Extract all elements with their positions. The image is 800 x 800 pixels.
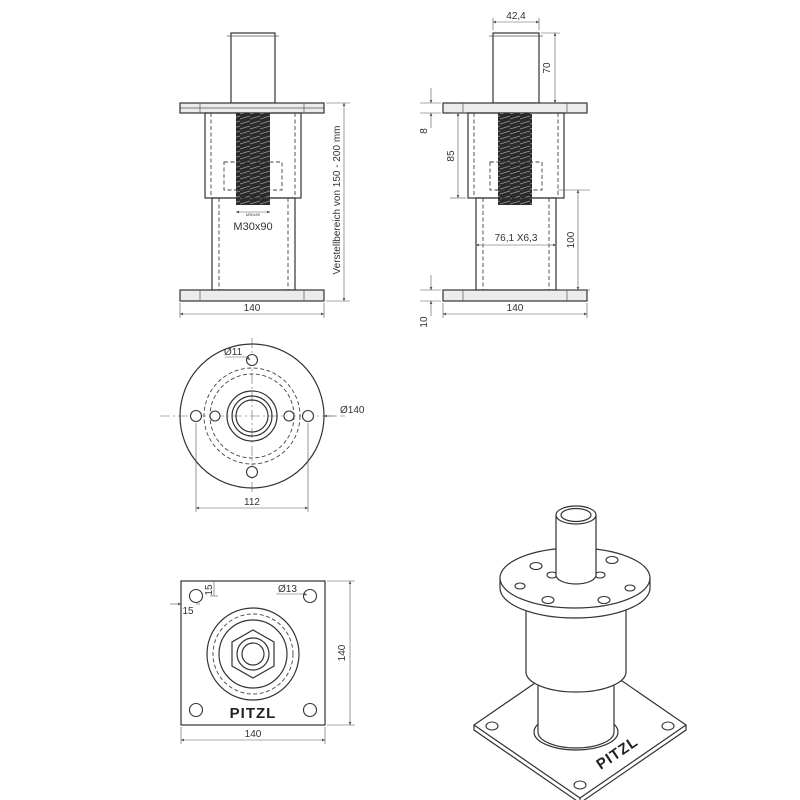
iso-flange-hole	[541, 595, 555, 605]
side-pin-height-label: 70	[542, 62, 553, 74]
side-width-label: 140	[507, 303, 524, 314]
front-width-label: 140	[244, 303, 261, 314]
top-inner-hole	[209, 410, 221, 422]
iso-base-hole	[661, 721, 675, 731]
iso-top-pin	[555, 514, 597, 585]
top-bolt-hole	[301, 409, 315, 423]
top-bolt-hole	[189, 409, 203, 423]
top-inner-hole	[283, 410, 295, 422]
top-view: Ø11 Ø140 112	[160, 338, 365, 512]
side-nut	[489, 161, 543, 191]
side-sleeve-height-label: 85	[446, 150, 457, 162]
top-diameter-label: Ø140	[340, 405, 365, 416]
side-tube-label: 76,1 X6,3	[495, 233, 538, 244]
front-range-label: Verstellbereich von 150 - 200 mm	[332, 126, 343, 275]
side-pin-diameter-label: 42,4	[506, 11, 526, 22]
bottom-brand-text: PITZL	[230, 705, 277, 722]
iso-flange-hole	[597, 595, 611, 605]
top-hole-label: Ø11	[224, 347, 243, 358]
bottom-offset-top-label: 15	[204, 584, 215, 596]
side-top-pin	[492, 32, 540, 104]
side-top-plate	[442, 102, 588, 114]
iso-sleeve	[525, 609, 627, 693]
iso-base-hole	[485, 721, 499, 731]
side-threaded-rod	[498, 113, 532, 205]
side-lower-tube	[475, 197, 557, 291]
bottom-square-plate	[180, 580, 326, 726]
isometric-view: PITZL	[472, 505, 688, 800]
bottom-hex-nut	[231, 629, 275, 679]
bottom-corner-hole	[188, 702, 204, 718]
front-view: M30x90 M30x90 140 Verstellbereich von 15…	[179, 32, 350, 318]
side-plate-thickness-label: 8	[419, 128, 430, 134]
bottom-width-label: 140	[245, 729, 262, 740]
bottom-corner-hole	[302, 702, 318, 718]
bottom-height-label: 140	[337, 644, 348, 661]
side-view: 42,4 70 8 85 100 76,1 X6,3 10 14	[419, 11, 590, 328]
front-nut	[223, 161, 283, 191]
iso-flange-hole	[624, 584, 636, 592]
top-bolt-hole	[245, 353, 259, 367]
bottom-hole-label: Ø13	[278, 584, 297, 595]
side-tube-height-label: 100	[566, 231, 577, 248]
iso-flange-hole	[514, 582, 526, 590]
bottom-corner-hole	[302, 588, 318, 604]
front-thread-label: M30x90	[233, 221, 272, 233]
front-threaded-rod	[236, 113, 270, 205]
side-base-plate	[442, 289, 588, 302]
bottom-offset-left-label: 15	[182, 606, 194, 617]
bottom-view: PITZL Ø13 15 15 140 140	[170, 580, 355, 744]
front-base-plate	[179, 289, 325, 302]
front-thread-small-label: M30x90	[246, 212, 261, 217]
iso-base-hole	[573, 780, 587, 790]
top-pitch-label: 112	[244, 497, 260, 508]
bottom-corner-hole	[188, 588, 204, 604]
top-bolt-hole	[245, 465, 259, 479]
iso-flange-hole	[605, 555, 619, 565]
iso-flange-hole	[529, 561, 543, 571]
front-top-pin	[230, 32, 276, 104]
side-base-thickness-label: 10	[419, 316, 430, 328]
